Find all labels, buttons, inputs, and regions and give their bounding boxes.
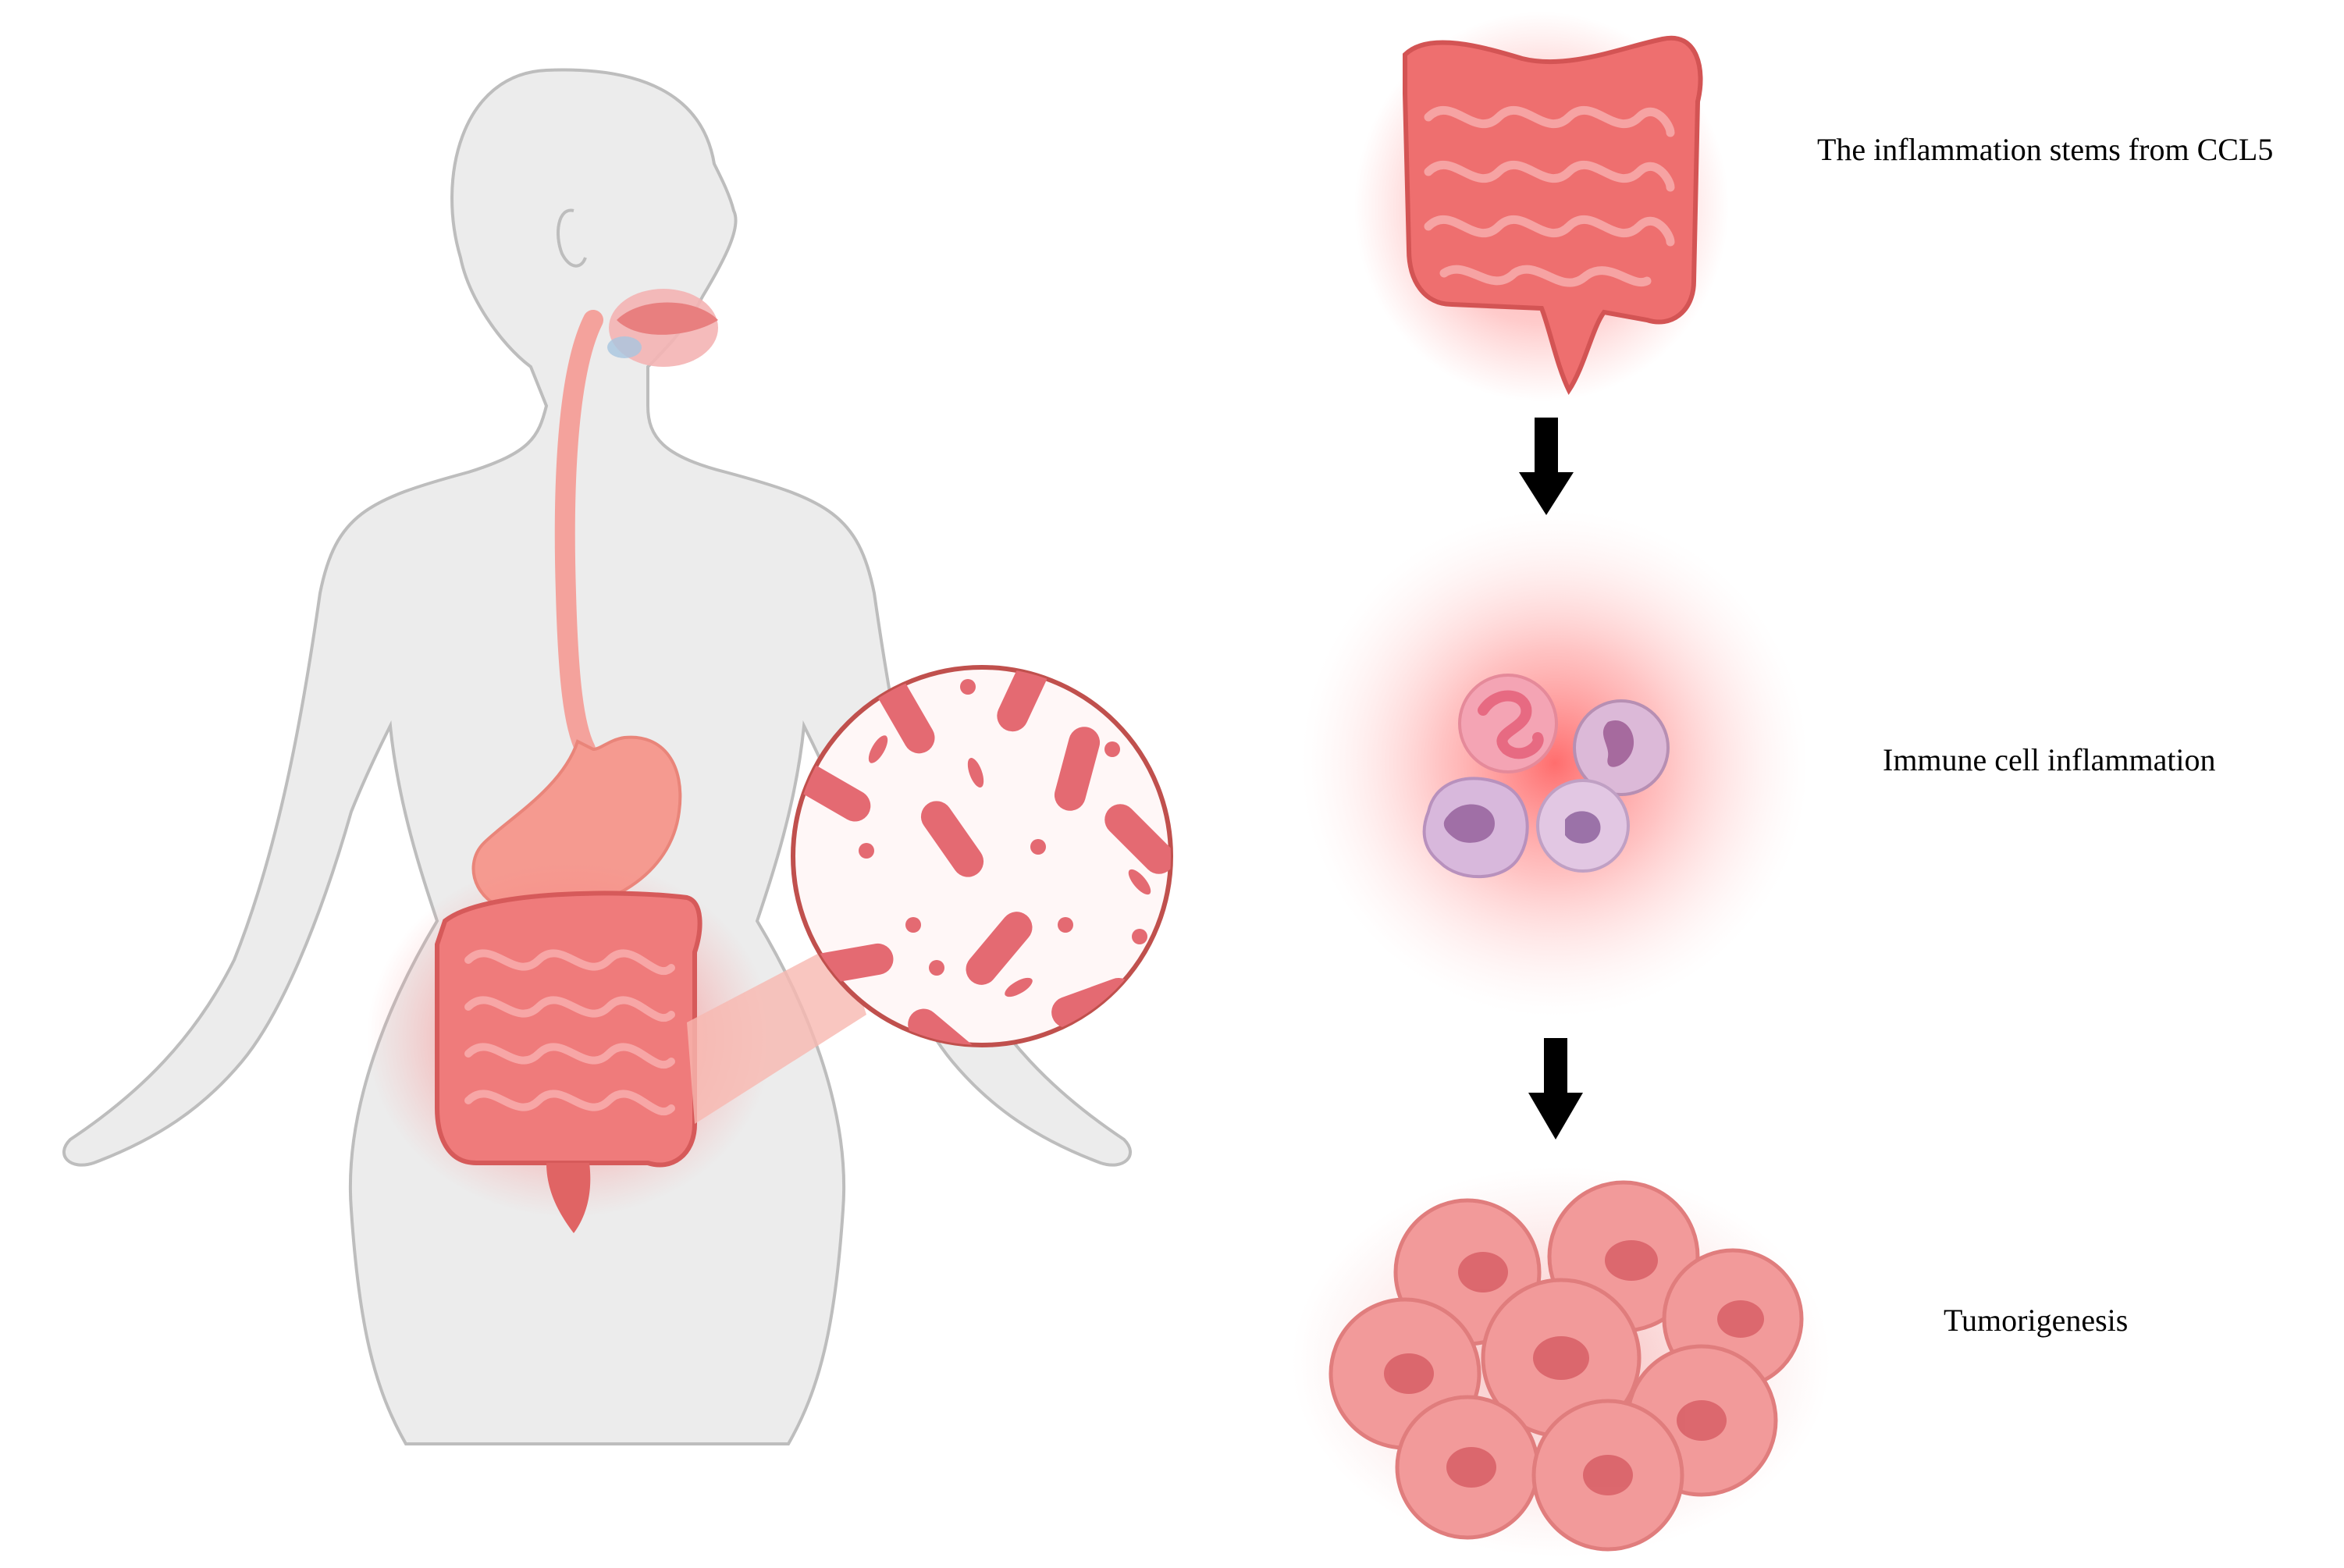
human-digestive-system-icon (62, 68, 1132, 1445)
ear-outline (557, 208, 587, 268)
step-label-immune: Immune cell inflammation (1883, 742, 2216, 777)
immune-cells-icon (1301, 510, 1809, 1017)
down-arrow-icon (1519, 418, 1574, 515)
down-arrow-icon-2 (1528, 1038, 1583, 1140)
neutrophil-cell (1458, 674, 1558, 773)
zoom-wedge (687, 940, 866, 1124)
monocyte-cell (1573, 699, 1670, 796)
large-intestine-icon (1354, 12, 1729, 402)
step-label-tumorigenesis: Tumorigenesis (1944, 1303, 2129, 1338)
esophagus (554, 310, 603, 759)
step-label-ccl5: The inflammation stems from CCL5 (1817, 132, 2274, 167)
basophil-cell (1536, 779, 1630, 873)
macrophage-cell (1422, 777, 1529, 879)
mouth-cavity (607, 289, 718, 367)
intestines (435, 891, 702, 1233)
tumor-cells-icon (1292, 1167, 1830, 1557)
